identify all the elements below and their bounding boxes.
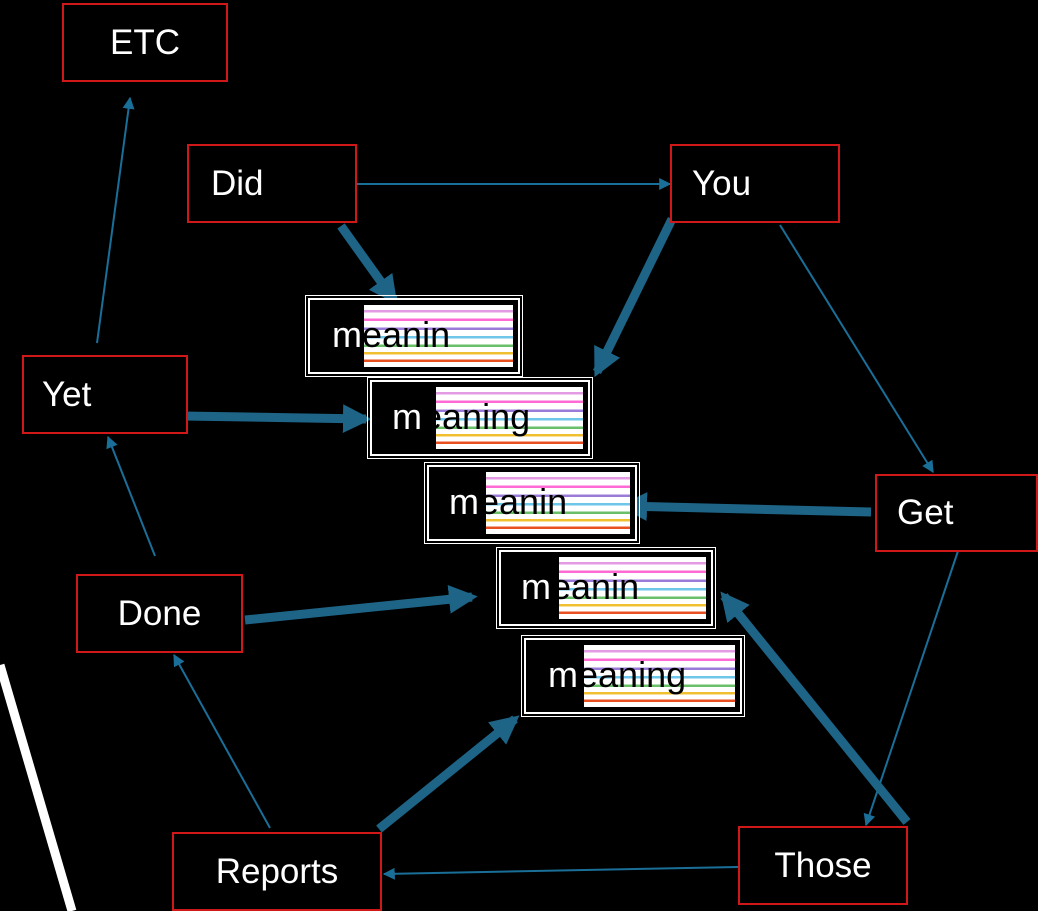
edge-reports-tag5 (376, 715, 520, 833)
edge-get-tag3 (618, 492, 872, 521)
meaning-tag-2[interactable]: meaning (367, 377, 593, 459)
white-diagonal-stroke (0, 663, 77, 911)
edge-did-tag1 (337, 223, 398, 305)
edge-those-reports (382, 866, 739, 880)
edge-you-get (779, 224, 934, 474)
node-you[interactable]: You (670, 144, 840, 223)
meaning-tag-2-text: eaning (422, 396, 531, 438)
edge-yet-tag2 (182, 404, 372, 434)
meaning-tag-3-text: eanin (479, 481, 568, 523)
meaning-tag-4[interactable]: meanin (496, 547, 716, 629)
meaning-tag-4-text: eanin (551, 566, 640, 608)
meaning-tag-5[interactable]: meaning (521, 635, 745, 717)
meaning-tag-1-text: eanin (362, 314, 451, 356)
node-etc[interactable]: ETC (62, 3, 228, 82)
node-yet[interactable]: Yet (22, 355, 188, 434)
node-did[interactable]: Did (187, 144, 357, 223)
node-get[interactable]: Get (875, 474, 1038, 552)
edge-those-tag4 (720, 591, 911, 825)
edge-done-yet (106, 435, 156, 557)
node-those[interactable]: Those (738, 826, 908, 905)
edge-get-those (863, 550, 959, 827)
meaning-tag-1[interactable]: meanin (305, 295, 523, 377)
node-done[interactable]: Done (76, 574, 243, 653)
node-reports[interactable]: Reports (172, 832, 382, 911)
edge-done-tag4 (244, 584, 478, 625)
edge-yet-etc (96, 96, 135, 344)
meaning-tag-5-text: eaning (578, 654, 687, 696)
edge-reports-done (173, 653, 271, 829)
meaning-tag-3[interactable]: meanin (424, 462, 640, 544)
edge-you-tag2 (592, 217, 677, 378)
